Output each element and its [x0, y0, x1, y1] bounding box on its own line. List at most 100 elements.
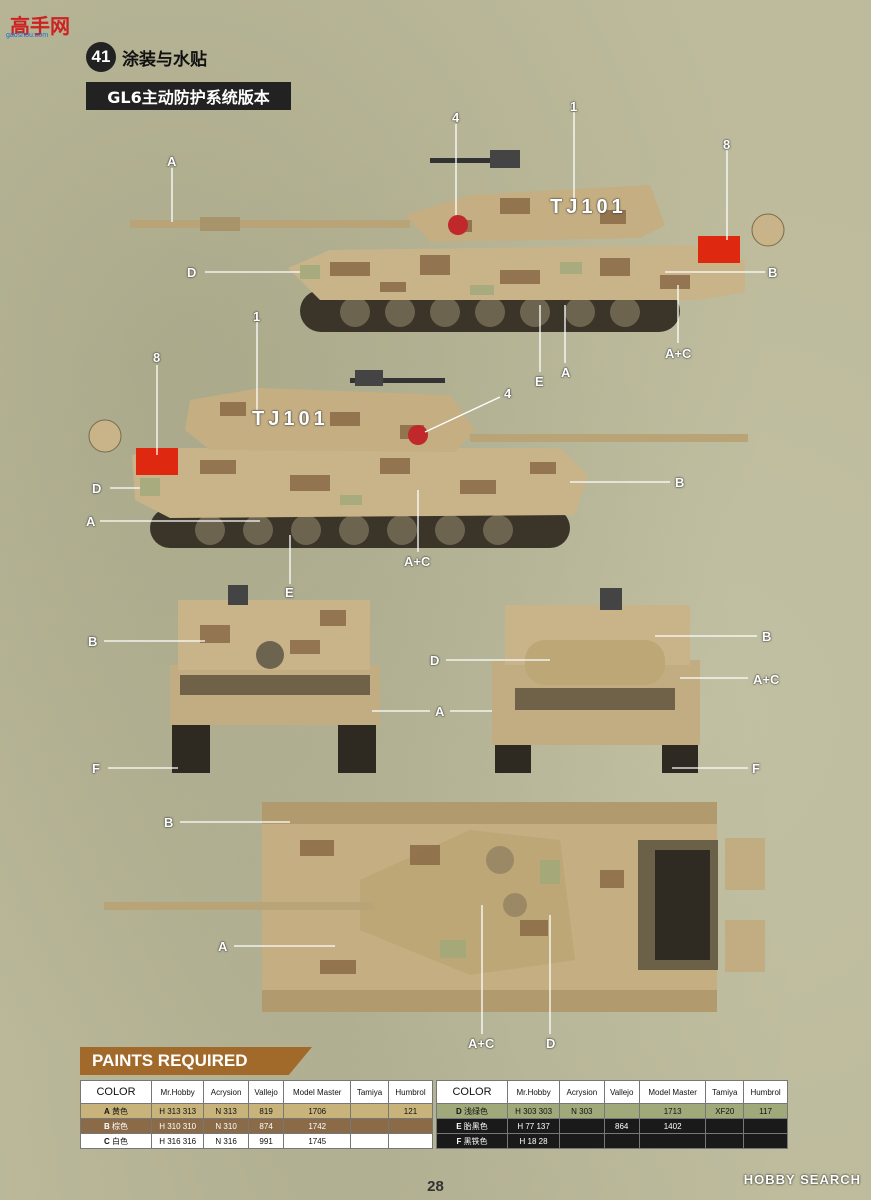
- hobby-search-watermark: HOBBY SEARCH: [743, 1172, 861, 1187]
- paint-model-master: 1706: [283, 1103, 352, 1119]
- paint-acrysion: N 303: [559, 1103, 605, 1119]
- paint-row-b: B 棕色 H 310 310 N 310 874 1742: [80, 1118, 434, 1134]
- paint-model-master: 1713: [638, 1103, 707, 1119]
- paint-tamiya: [705, 1118, 745, 1134]
- paint-tamiya: [350, 1103, 389, 1119]
- col-vallejo: Vallejo: [247, 1080, 285, 1104]
- paint-mrhobby: H 316 316: [150, 1133, 205, 1149]
- callout-d-hull: D: [187, 265, 197, 280]
- hull-marking-bottom: TJ101: [252, 408, 329, 430]
- col-humbrol: Humbrol: [387, 1080, 434, 1104]
- paint-mrhobby: H 18 28: [506, 1133, 561, 1149]
- paint-tamiya: [350, 1118, 389, 1134]
- callout-b-rear: B: [762, 629, 772, 644]
- callout-b-hull: B: [768, 265, 778, 280]
- callout-a-barrel: A: [167, 154, 177, 169]
- col-model-master: Model Master: [638, 1080, 707, 1104]
- callout-ac-side-b: A+C: [404, 554, 431, 569]
- paint-mrhobby: H 313 313: [150, 1103, 205, 1119]
- col-mrhobby: Mr.Hobby: [150, 1080, 205, 1104]
- col-acrysion: Acrysion: [203, 1080, 249, 1104]
- callout-ac-side: A+C: [665, 346, 692, 361]
- callout-d-hull-b: D: [92, 481, 102, 496]
- paints-table-left: COLOR Mr.Hobby Acrysion Vallejo Model Ma…: [80, 1080, 434, 1149]
- col-color: COLOR: [80, 1080, 152, 1104]
- callout-1-marking-b: 1: [253, 309, 261, 324]
- callout-f-rear: F: [752, 761, 760, 776]
- callout-ac-rear: A+C: [753, 672, 780, 687]
- paints-required-banner: PAINTS REQUIRED: [80, 1047, 312, 1075]
- paint-code-name: E 胎黑色: [436, 1118, 508, 1134]
- step-number: 41: [86, 42, 116, 72]
- step-header: 41 涂装与水贴: [86, 42, 207, 72]
- callout-1-marking: 1: [570, 99, 578, 114]
- paint-vallejo: 991: [247, 1133, 285, 1149]
- paint-row-e: E 胎黑色 H 77 137 864 1402: [436, 1118, 788, 1134]
- paint-acrysion: [559, 1118, 605, 1134]
- paint-mrhobby: H 310 310: [150, 1118, 205, 1134]
- callout-8-flag-b: 8: [153, 350, 161, 365]
- paint-acrysion: [559, 1133, 605, 1149]
- paint-row-f: F 黑铁色 H 18 28: [436, 1133, 788, 1149]
- callout-d-rear: D: [430, 653, 440, 668]
- callout-b-hull-b: B: [675, 475, 685, 490]
- callout-ac-top: A+C: [468, 1036, 495, 1051]
- paint-row-a: A 黄色 H 313 313 N 313 819 1706 121: [80, 1103, 434, 1119]
- col-mrhobby: Mr.Hobby: [506, 1080, 561, 1104]
- paint-code-name: A 黄色: [80, 1103, 152, 1119]
- paint-tamiya: [705, 1133, 745, 1149]
- paint-vallejo: [603, 1103, 640, 1119]
- callout-b-top: B: [164, 815, 174, 830]
- paint-vallejo: 874: [247, 1118, 285, 1134]
- col-tamiya: Tamiya: [705, 1080, 745, 1104]
- paint-acrysion: N 316: [203, 1133, 249, 1149]
- callout-e-tracks-b: E: [285, 585, 294, 600]
- paint-acrysion: N 310: [203, 1118, 249, 1134]
- callout-b-front: B: [88, 634, 98, 649]
- callout-a-front-rear: A: [435, 704, 445, 719]
- watermark-url: gaoshou.com: [6, 32, 49, 39]
- col-humbrol: Humbrol: [743, 1080, 788, 1104]
- callout-4-star: 4: [452, 110, 460, 125]
- paint-row-d: D 浅绿色 H 303 303 N 303 1713 XF20 117: [436, 1103, 788, 1119]
- callout-8-flag: 8: [723, 137, 731, 152]
- paint-model-master: [638, 1133, 707, 1149]
- paint-code-name: F 黑铁色: [436, 1133, 508, 1149]
- paint-humbrol: 117: [743, 1103, 788, 1119]
- paint-mrhobby: H 77 137: [506, 1118, 561, 1134]
- callout-a-wheels: A: [561, 365, 571, 380]
- col-acrysion: Acrysion: [559, 1080, 605, 1104]
- paint-vallejo: [603, 1133, 640, 1149]
- paints-table-right: COLOR Mr.Hobby Acrysion Vallejo Model Ma…: [436, 1080, 788, 1149]
- version-subtitle: GL6主动防护系统版本: [86, 82, 291, 110]
- paint-vallejo: 819: [247, 1103, 285, 1119]
- col-color: COLOR: [436, 1080, 508, 1104]
- paint-mrhobby: H 303 303: [506, 1103, 561, 1119]
- paint-row-c: C 白色 H 316 316 N 316 991 1745: [80, 1133, 434, 1149]
- col-model-master: Model Master: [283, 1080, 352, 1104]
- watermark-logo: 高手网: [10, 14, 70, 38]
- paint-humbrol: [743, 1118, 788, 1134]
- paint-vallejo: 864: [603, 1118, 640, 1134]
- paint-code-name: C 白色: [80, 1133, 152, 1149]
- paint-model-master: 1402: [638, 1118, 707, 1134]
- paint-model-master: 1742: [283, 1118, 352, 1134]
- paint-model-master: 1745: [283, 1133, 352, 1149]
- hull-marking-top: TJ101: [550, 196, 627, 218]
- paint-humbrol: [387, 1118, 434, 1134]
- callout-a-hull-b: A: [86, 514, 96, 529]
- paint-humbrol: 121: [387, 1103, 434, 1119]
- paint-tamiya: XF20: [705, 1103, 745, 1119]
- paint-tamiya: [350, 1133, 389, 1149]
- paint-humbrol: [743, 1133, 788, 1149]
- callout-f-front: F: [92, 761, 100, 776]
- paint-humbrol: [387, 1133, 434, 1149]
- callout-e-tracks: E: [535, 374, 544, 389]
- col-tamiya: Tamiya: [350, 1080, 389, 1104]
